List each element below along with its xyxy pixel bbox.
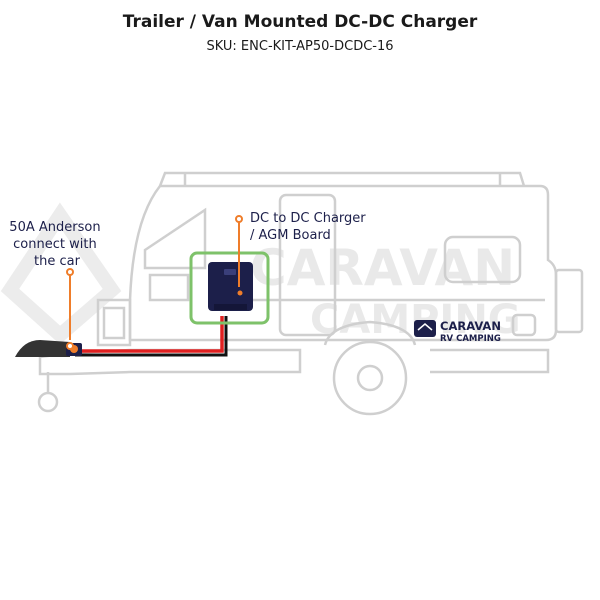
wiring xyxy=(75,316,228,357)
sku-label: SKU: ENC-KIT-AP50-DCDC-16 xyxy=(206,39,394,54)
dc-charger-icon xyxy=(208,262,253,311)
charger-label: DC to DC Charger / AGM Board xyxy=(250,211,370,243)
trailer-outline xyxy=(37,171,584,416)
watermark-line1: CARAVAN xyxy=(250,239,515,297)
logo-line2: RV CAMPING xyxy=(440,334,501,344)
diagram-title: Trailer / Van Mounted DC-DC Charger xyxy=(122,12,478,32)
positive-wire xyxy=(75,316,224,353)
charger-callout xyxy=(235,215,243,287)
charger-highlight-box xyxy=(189,251,270,325)
logo-line1: CARAVAN xyxy=(440,319,501,333)
anderson-callout xyxy=(66,268,74,350)
anderson-label: 50A Anderson connect with the car xyxy=(9,220,104,269)
watermark: CARAVAN CAMPING xyxy=(0,202,521,345)
brand-logo: CARAVAN RV CAMPING xyxy=(414,319,501,344)
tow-hitch xyxy=(15,340,70,357)
